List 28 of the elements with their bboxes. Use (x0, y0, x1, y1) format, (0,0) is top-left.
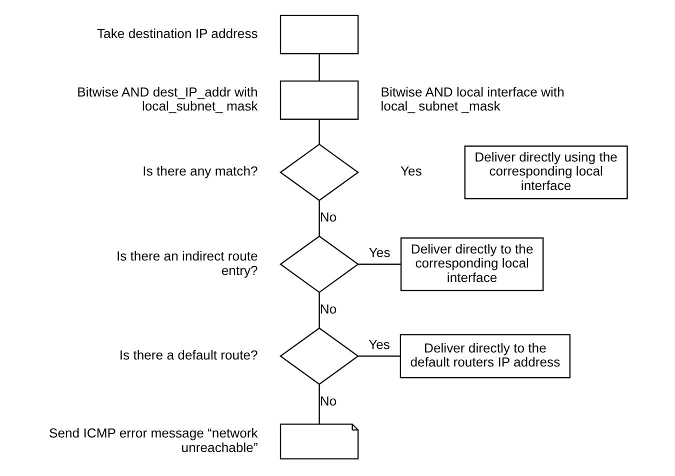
edge-label: Yes (368, 244, 390, 260)
node-box: Deliver directly to the default routers IP address (400, 334, 571, 378)
connector (318, 200, 320, 236)
node-label: Is there a default route? (119, 348, 258, 362)
connector (318, 119, 320, 144)
node-label: Bitwise AND dest_IP_addr with local_subnet_ mask (77, 84, 258, 114)
edge-label: No (320, 210, 337, 225)
connector (358, 356, 400, 357)
connector (358, 264, 401, 265)
node-label: Bitwise AND local interface with local_ subnet _mask (380, 84, 564, 114)
connector (318, 384, 320, 424)
node-label: Is there any match? (142, 164, 258, 179)
edge-label: Yes (368, 336, 390, 352)
node-box (280, 80, 359, 120)
node-box: Deliver directly to the corresponding local interface (400, 237, 544, 292)
node-box: Deliver directly using the corresponding local interface (464, 146, 628, 200)
edge-label: No (320, 302, 337, 317)
edge-label: No (320, 393, 337, 408)
node-diamond (280, 327, 360, 385)
node-label: Send ICMP error message “network unreachable” (48, 426, 258, 455)
node-diamond (280, 235, 360, 294)
label: Yes (400, 164, 422, 179)
node-label: Take destination IP address (97, 26, 258, 41)
connector (318, 54, 320, 81)
node-diamond (280, 144, 360, 202)
connector (318, 292, 320, 328)
node-label: Is there an indirect route entry? (116, 248, 258, 278)
node-card (280, 14, 359, 54)
